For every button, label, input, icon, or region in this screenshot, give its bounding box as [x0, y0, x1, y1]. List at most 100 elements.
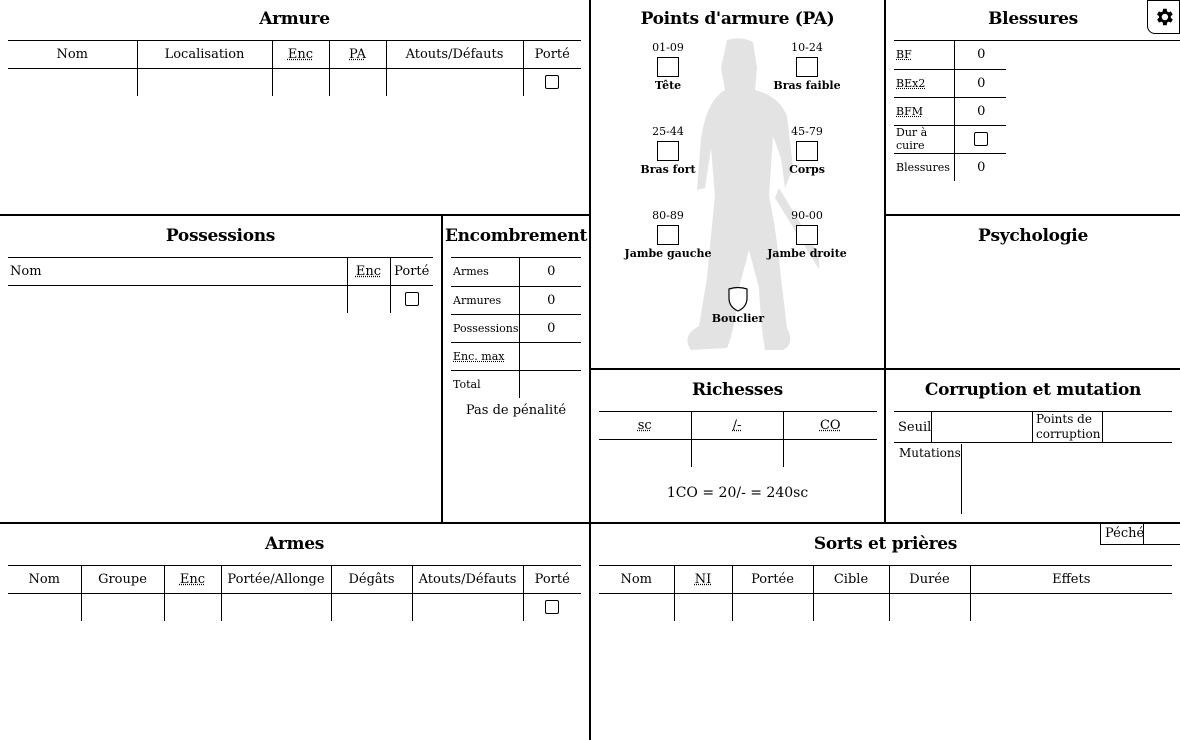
section-title: Psychologie: [978, 226, 1088, 246]
table-row: Total: [451, 370, 581, 398]
weapon-damage-cell[interactable]: [330, 593, 412, 621]
section-title: Richesses: [692, 380, 783, 400]
sin-input[interactable]: [1143, 524, 1180, 544]
armour-ap-cell[interactable]: [328, 68, 386, 96]
weapon-enc-cell[interactable]: [163, 593, 221, 621]
armour-location-cell[interactable]: [136, 68, 272, 96]
possession-worn-checkbox[interactable]: [404, 292, 419, 307]
wealth-sc-input[interactable]: [599, 440, 691, 467]
weapon-traits-cell[interactable]: [411, 593, 523, 621]
weapon-worn-checkbox[interactable]: [545, 600, 560, 615]
wealth-co-input[interactable]: [782, 439, 877, 467]
threshold-input[interactable]: [931, 412, 1032, 442]
wealth-conversion: 1CO = 20/- = 240sc: [666, 485, 809, 501]
ap-strong-arm-input[interactable]: [657, 141, 679, 161]
divider: [0, 522, 1180, 524]
settings-button[interactable]: [1147, 0, 1180, 34]
corruption-points-input[interactable]: [1102, 412, 1172, 442]
spell-cn-cell[interactable]: [673, 593, 732, 621]
corruption-section: Corruption et mutation Seuil Points de c…: [886, 370, 1180, 522]
wound-value[interactable]: 0: [953, 41, 1006, 70]
weapon-group-cell[interactable]: [80, 593, 164, 621]
possession-enc-cell[interactable]: [346, 285, 390, 313]
armour-name-cell[interactable]: [8, 69, 137, 96]
column-header: NI: [673, 565, 732, 594]
ap-zone-left-leg: 80-89 Jambe gauche: [624, 209, 712, 260]
column-header: Nom: [8, 257, 347, 286]
wound-value[interactable]: 0: [953, 97, 1006, 126]
ap-zone-strong-arm: 25-44 Bras fort: [640, 125, 696, 176]
ap-weak-arm-input[interactable]: [796, 57, 818, 77]
armour-worn-checkbox[interactable]: [545, 75, 560, 90]
encumbrance-value: [518, 370, 581, 398]
divider: [589, 0, 591, 740]
corruption-grid: Seuil Points de corruption: [894, 411, 1172, 443]
encumbrance-value: 0: [518, 286, 581, 315]
ap-zone-weak-arm: 10-24 Bras faible: [773, 41, 841, 92]
corruption-points-label: Points de corruption: [1032, 412, 1102, 442]
column-header: Groupe: [80, 565, 164, 594]
table-row: Dur à cuire: [894, 125, 1006, 154]
ap-body-input[interactable]: [796, 141, 818, 161]
shield-icon[interactable]: [727, 286, 749, 312]
spell-effects-cell[interactable]: [969, 593, 1172, 621]
column-header: CO: [782, 411, 877, 440]
possession-name-cell[interactable]: [8, 286, 347, 313]
wound-value[interactable]: 0: [953, 69, 1006, 98]
divider: [0, 214, 589, 216]
spells-section: Sorts et prières Péché Nom NI Portée Cib…: [591, 524, 1180, 740]
encumbrance-value: 0: [518, 314, 581, 343]
weapons-section: Armes Nom Groupe Enc Portée/Allonge Dégâ…: [0, 524, 589, 740]
spell-range-cell[interactable]: [731, 593, 813, 621]
column-header: Localisation: [136, 40, 272, 69]
ap-right-leg-input[interactable]: [796, 225, 818, 245]
column-header: Portée: [731, 565, 813, 594]
wealth-shilling-input[interactable]: [690, 439, 783, 467]
column-header: Nom: [8, 40, 137, 69]
column-header: Cible: [812, 565, 889, 594]
column-header: Durée: [888, 565, 970, 594]
possessions-section: Possessions Nom Enc Porté: [0, 216, 441, 522]
divider: [884, 214, 1180, 216]
column-header: Enc: [271, 40, 329, 69]
section-title: Blessures: [988, 9, 1078, 29]
mutations-input[interactable]: [961, 444, 1172, 514]
ap-left-leg-input[interactable]: [657, 225, 679, 245]
spell-duration-cell[interactable]: [888, 593, 970, 621]
divider: [894, 40, 1180, 41]
section-title: Encombrement: [444, 226, 588, 246]
ap-zone-body: 45-79 Corps: [789, 125, 825, 176]
armour-enc-cell[interactable]: [271, 68, 329, 96]
section-title: Armure: [259, 9, 330, 29]
table-row: [8, 593, 581, 621]
sin-label: Péché: [1105, 526, 1145, 541]
section-title: Corruption et mutation: [924, 380, 1142, 400]
armour-traits-cell[interactable]: [385, 68, 523, 96]
spell-target-cell[interactable]: [812, 593, 889, 621]
ap-head-input[interactable]: [657, 57, 679, 77]
weapon-range-cell[interactable]: [220, 593, 331, 621]
wealth-table: sc /- CO: [599, 411, 877, 467]
weapon-name-cell[interactable]: [8, 594, 81, 621]
divider: [590, 368, 1180, 370]
weapons-table: Nom Groupe Enc Portée/Allonge Dégâts Ato…: [8, 565, 581, 621]
table-row: [8, 68, 581, 96]
divider: [451, 257, 581, 258]
column-header: /-: [690, 411, 783, 440]
possessions-table: Nom Enc Porté: [8, 257, 433, 313]
table-row: [599, 593, 1172, 621]
column-header: Porté: [522, 565, 581, 594]
wound-value[interactable]: 0: [953, 153, 1006, 181]
encumbrance-max-input[interactable]: [518, 342, 581, 371]
spell-name-cell[interactable]: [599, 594, 674, 621]
hardy-checkbox[interactable]: [974, 132, 989, 146]
column-header: Enc: [163, 565, 221, 594]
